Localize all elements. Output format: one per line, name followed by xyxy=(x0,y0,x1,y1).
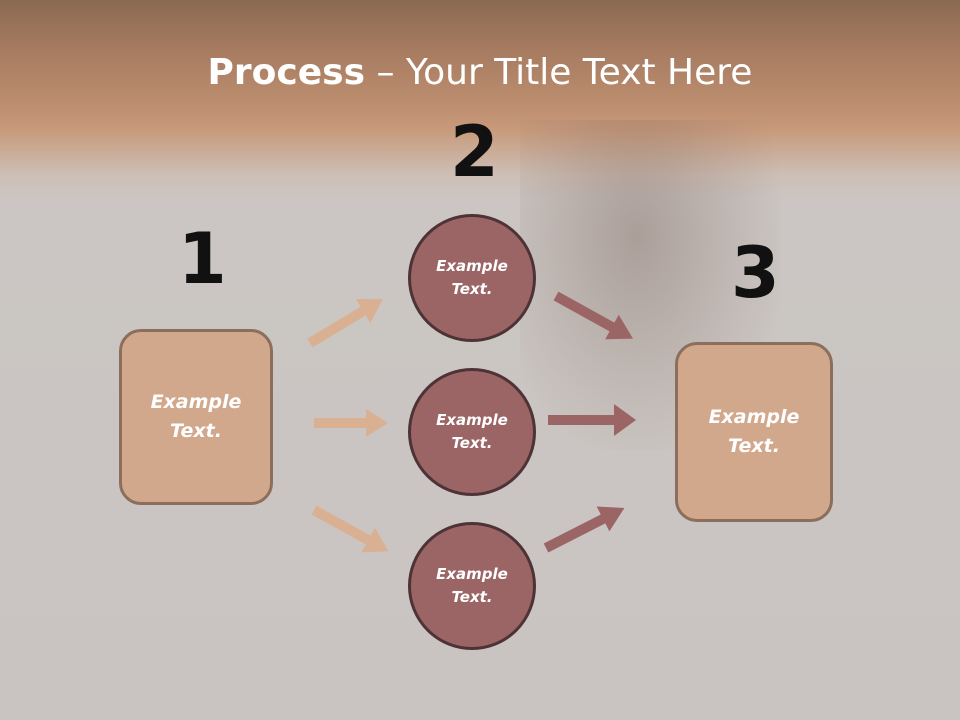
arrow-up-right-right xyxy=(543,506,625,553)
title-rest: – Your Title Text Here xyxy=(365,52,753,93)
box3-line2: Text. xyxy=(728,435,780,457)
step-1-box: Example Text. xyxy=(119,329,273,505)
box1-line2: Text. xyxy=(170,420,222,442)
step-number-3: 3 xyxy=(731,232,780,314)
step-3-box: Example Text. xyxy=(675,342,833,522)
circle-top-line2: Text. xyxy=(451,280,493,298)
arrow-down-right-left xyxy=(311,505,389,553)
arrow-right-right xyxy=(548,404,636,436)
step-2-circle-middle: Example Text. xyxy=(408,368,536,496)
title-bold: Process xyxy=(207,52,366,93)
arrow-right-left xyxy=(314,409,388,437)
box1-line1: Example xyxy=(150,391,242,413)
box3-line1: Example xyxy=(708,406,800,428)
circle-mid-line1: Example xyxy=(436,411,508,429)
circle-top-line1: Example xyxy=(436,257,508,275)
step-number-1: 1 xyxy=(178,218,227,300)
step-number-2: 2 xyxy=(450,111,499,193)
circle-bottom-line1: Example xyxy=(436,565,508,583)
slide-title: Process – Your Title Text Here xyxy=(0,52,960,93)
circle-mid-line2: Text. xyxy=(451,434,493,452)
step-2-circle-bottom: Example Text. xyxy=(408,522,536,650)
arrow-down-right-right xyxy=(553,291,633,340)
circle-bottom-line2: Text. xyxy=(451,588,493,606)
arrow-up-right-left xyxy=(307,299,383,348)
step-2-circle-top: Example Text. xyxy=(408,214,536,342)
